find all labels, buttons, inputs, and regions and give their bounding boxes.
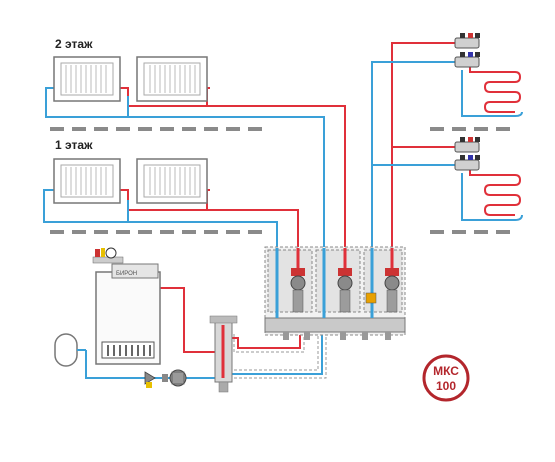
return-insulation <box>234 331 327 379</box>
boiler-supply-pipe <box>160 287 215 353</box>
underfloor-upper-coil-blue <box>461 70 523 117</box>
manifold-lower <box>454 137 480 171</box>
sep-to-module-return <box>232 332 323 375</box>
mixing-valve <box>365 292 377 304</box>
radiator-floor1-right <box>136 158 208 204</box>
floor1-label: 1 этаж <box>55 138 93 152</box>
boiler: БИРОН <box>92 247 161 365</box>
model-badge: МКС 100 <box>422 354 470 402</box>
manifold-upper <box>454 33 480 68</box>
return-pump <box>162 369 187 387</box>
module-group-1 <box>267 249 313 313</box>
badge-line1: МКС <box>433 364 459 378</box>
supply-insulation <box>233 332 305 353</box>
radiator-floor2-right <box>136 56 208 102</box>
radiator-floor2-left <box>53 56 121 102</box>
safety-group <box>92 247 124 264</box>
underfloor-lower-coil-blue <box>461 173 523 221</box>
floor2-return-pipe <box>45 87 325 248</box>
pump-3 <box>365 268 400 313</box>
underfloor-lower-coil-red <box>469 165 522 216</box>
sep-to-module-supply <box>232 332 301 349</box>
floor2-label: 2 этаж <box>55 37 93 51</box>
underfloor-pipes <box>371 42 523 248</box>
floor-dividers <box>50 127 515 234</box>
pump-module <box>264 246 406 340</box>
expansion-tank <box>54 333 87 367</box>
pump-1 <box>290 268 306 313</box>
module-collector <box>264 317 406 333</box>
badge-line2: 100 <box>436 379 456 393</box>
boiler-brand: БИРОН <box>116 271 137 277</box>
boiler-panel <box>101 341 155 359</box>
underfloor-manifolds <box>454 33 480 171</box>
floor1-return-pipe <box>43 189 278 248</box>
check-valve <box>144 371 156 388</box>
boiler-top <box>111 263 159 279</box>
hydraulic-separator <box>209 315 238 393</box>
pump-2 <box>337 268 353 313</box>
floor1-supply-riser <box>128 209 299 248</box>
radiators <box>53 56 208 204</box>
radiator-floor1-left <box>53 158 121 204</box>
underfloor-upper-supply <box>391 42 455 248</box>
underfloor-upper-coil-red <box>469 62 522 113</box>
floor2-supply-riser <box>128 105 346 248</box>
underfloor-upper-return <box>371 61 455 248</box>
